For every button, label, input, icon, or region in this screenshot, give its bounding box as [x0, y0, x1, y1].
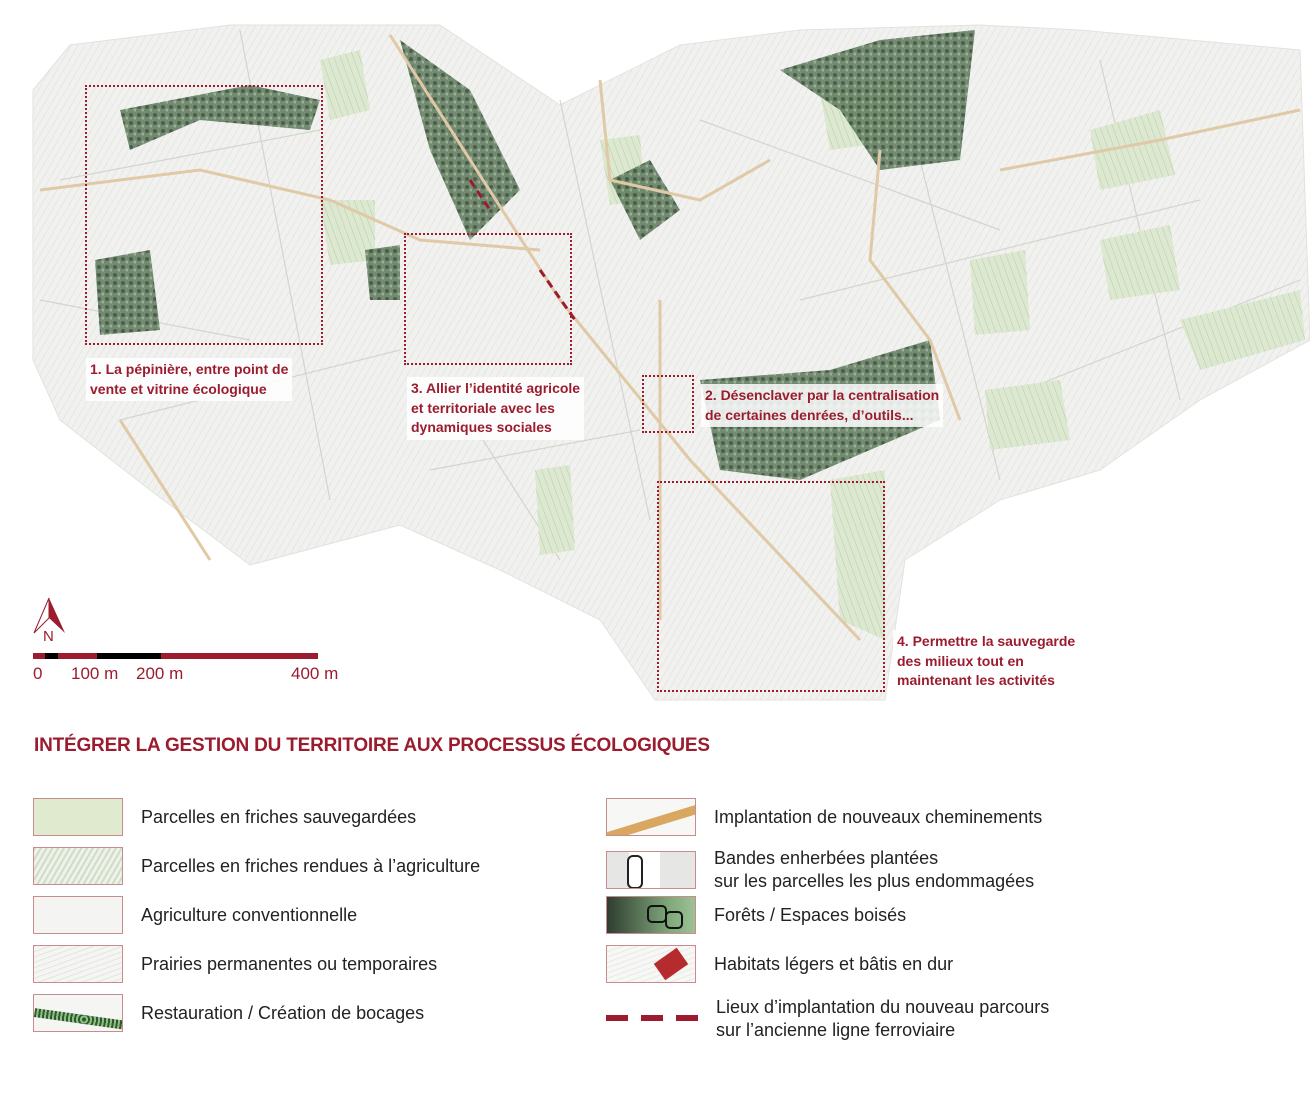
focus-box-1 — [85, 85, 323, 345]
scale-label-0: 0 — [33, 664, 43, 683]
scale-label-200: 200 m — [136, 664, 184, 683]
grass-strip-swatch — [606, 851, 696, 889]
legend-line: Lieux d’implantation du nouveau parcours — [716, 997, 1050, 1017]
legend-label: Habitats légers et bâtis en dur — [714, 953, 953, 976]
legend-label: Restauration / Création de bocages — [141, 1002, 425, 1023]
hatched-grey-swatch — [33, 945, 123, 983]
legend-title: INTÉGRER LA GESTION DU TERRITOIRE AUX PR… — [34, 735, 710, 756]
legend-item-friches-sauvegardees: Parcelles en friches sauvegardées — [33, 798, 416, 836]
scale-bar — [33, 653, 318, 659]
annotation-line: 2. Désenclaver par la centralisation — [705, 387, 940, 403]
legend-line: Bandes enherbées plantées — [714, 848, 939, 868]
annotation-2: 2. Désenclaver par la centralisation de … — [701, 384, 944, 427]
legend-item-friches-agriculture: Parcelles en friches rendues à l’agricul… — [33, 847, 480, 885]
path-swatch — [606, 798, 696, 836]
legend-label: Forêts / Espaces boisés — [714, 904, 906, 927]
annotation-line: de certaines denrées, d’outils... — [705, 406, 914, 423]
grey-swatch — [33, 896, 123, 934]
legend-item-bandes-enherbees: Bandes enherbées plantées sur les parcell… — [606, 847, 1034, 893]
focus-box-2 — [642, 375, 694, 433]
forest-swatch — [606, 896, 696, 934]
friche-swatch — [33, 798, 123, 836]
annotation-line: 1. La pépinière, entre point de — [90, 361, 289, 377]
legend-item-bocages: Restauration / Création de bocages — [33, 994, 424, 1032]
compass-label: N — [43, 628, 54, 645]
compass: N — [33, 597, 65, 645]
annotation-line: 3. Allier l’identité agricole — [411, 380, 581, 396]
focus-box-3 — [404, 233, 572, 365]
legend-label: Bandes enherbées plantées sur les parcell… — [714, 847, 1034, 893]
legend-line: Forêts / Espaces boisés — [714, 904, 907, 925]
legend-item-prairies: Prairies permanentes ou temporaires — [33, 945, 437, 983]
hatched-green-swatch — [33, 847, 123, 885]
legend-line: Implantation de nouveaux cheminements — [714, 806, 1043, 827]
annotation-1: 1. La pépinière, entre point de vente et… — [86, 358, 293, 401]
annotation-line: et territoriale avec les — [411, 399, 555, 416]
annotation-4: 4. Permettre la sauvegarde des milieux t… — [893, 630, 1080, 693]
annotation-line: maintenant les activités — [897, 672, 1055, 688]
annotation-line: des milieux tout en — [897, 652, 1024, 669]
legend-line: sur les parcelles les plus endommagées — [714, 871, 1035, 891]
building-swatch — [606, 945, 696, 983]
legend-label: Implantation de nouveaux cheminements — [714, 806, 1042, 829]
focus-box-4 — [657, 481, 885, 692]
legend-label: Parcelles en friches rendues à l’agricul… — [141, 855, 481, 876]
legend-item-forets: Forêts / Espaces boisés — [606, 896, 906, 934]
annotation-line: 4. Permettre la sauvegarde — [897, 633, 1076, 649]
legend-label: Agriculture conventionnelle — [141, 904, 358, 925]
annotation-line: vente et vitrine écologique — [90, 380, 267, 397]
legend-label: Parcelles en friches sauvegardées — [141, 806, 417, 827]
legend-item-habitats: Habitats légers et bâtis en dur — [606, 945, 953, 983]
legend-label: Prairies permanentes ou temporaires — [141, 953, 438, 974]
hedge-swatch — [33, 994, 123, 1032]
legend-line: sur l’ancienne ligne ferroviaire — [716, 1020, 956, 1040]
scale-label-100: 100 m — [71, 664, 119, 683]
railway-route — [468, 179, 577, 321]
annotation-3: 3. Allier l’identité agricole et territo… — [407, 377, 585, 440]
legend-line: Habitats légers et bâtis en dur — [714, 953, 954, 974]
legend-label: Lieux d’implantation du nouveau parcours… — [716, 996, 1049, 1042]
territory-map: N — [32, 24, 1310, 701]
annotation-line: dynamiques sociales — [411, 419, 552, 435]
legend-item-cheminements: Implantation de nouveaux cheminements — [606, 798, 1042, 836]
roads — [39, 34, 1301, 642]
dashed-line-swatch — [606, 1000, 698, 1038]
scale-label-400: 400 m — [291, 664, 339, 683]
legend-item-parcours-ferroviaire: Lieux d’implantation du nouveau parcours… — [606, 996, 1049, 1042]
legend-item-agriculture: Agriculture conventionnelle — [33, 896, 357, 934]
